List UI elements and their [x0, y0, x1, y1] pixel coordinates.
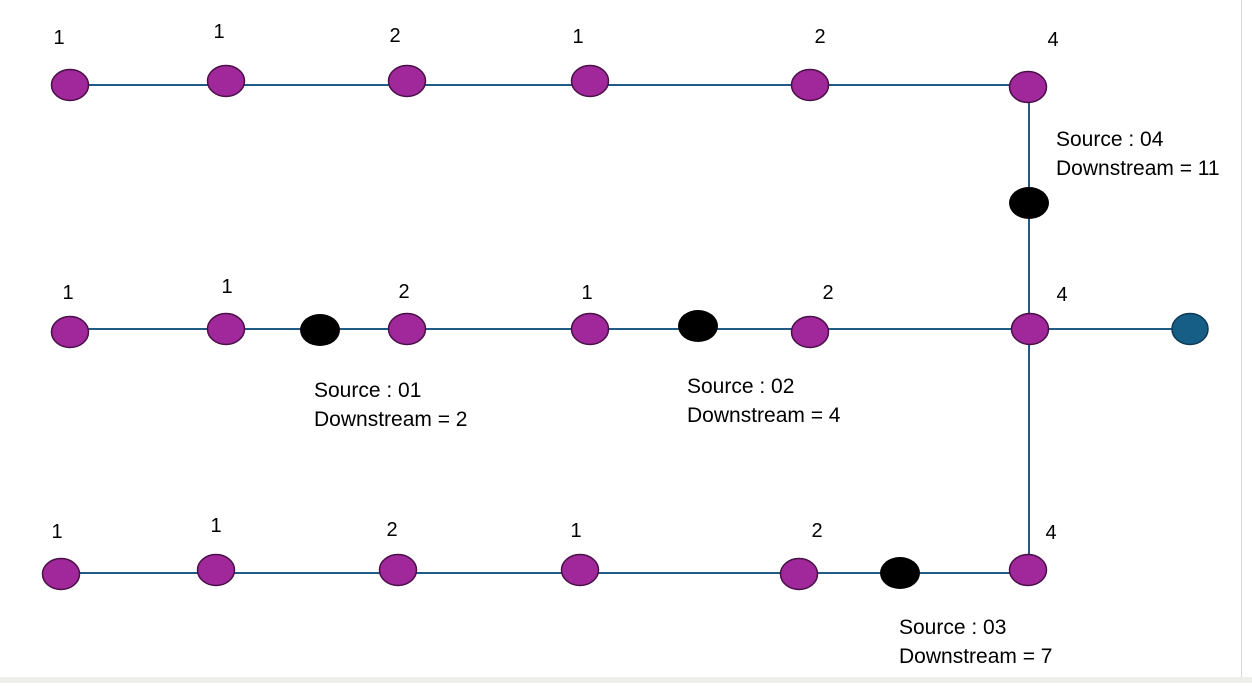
node: [206, 312, 246, 346]
node-label: 1: [53, 27, 64, 49]
node-label: 2: [398, 281, 409, 303]
source-02-downstream: Downstream = 4: [687, 404, 841, 427]
canvas-bottom-strip: [0, 677, 1252, 683]
node: [41, 557, 81, 591]
node-label: 1: [581, 282, 592, 304]
source-03-downstream: Downstream = 7: [899, 645, 1052, 668]
node-label: 4: [1056, 284, 1067, 306]
node-label: 4: [1045, 522, 1056, 544]
node-label: 1: [213, 21, 224, 43]
node: [779, 557, 819, 591]
canvas-border: [1241, 0, 1242, 677]
source-annotations: Source : 01 Downstream = 2 Source : 02 D…: [314, 128, 1220, 668]
node: [1008, 70, 1048, 104]
node-label: 2: [822, 282, 833, 304]
node: [570, 312, 610, 346]
node-label: 1: [210, 515, 221, 537]
source-02-node: [678, 310, 718, 342]
node-label: 2: [811, 520, 822, 542]
node: [50, 315, 90, 349]
node-label: 1: [62, 282, 73, 304]
source-01-downstream: Downstream = 2: [314, 408, 467, 431]
node: [790, 68, 830, 102]
node-label: 1: [572, 26, 583, 48]
node: [1008, 553, 1048, 587]
node-label: 4: [1047, 29, 1058, 51]
node-label: 2: [814, 26, 825, 48]
node-label: 1: [51, 521, 62, 543]
source-04-downstream: Downstream = 11: [1056, 157, 1220, 180]
node: [570, 64, 610, 98]
node: [1010, 312, 1050, 346]
node-label: 2: [389, 25, 400, 47]
node-label: 2: [386, 519, 397, 541]
node: [387, 312, 427, 346]
node: [387, 64, 427, 98]
source-03-node: [880, 557, 920, 589]
node: [196, 553, 236, 587]
node: [560, 553, 600, 587]
node-label: 1: [570, 520, 581, 542]
source-04-title: Source : 04: [1056, 128, 1164, 151]
node: [790, 315, 830, 349]
node: [206, 64, 246, 98]
nodes: [41, 64, 1209, 591]
node-labels: 1 1 2 1 2 4 1 1 2 1 2 4 1 1 2 1 2 4: [51, 21, 1067, 544]
outlet-node: [1171, 312, 1209, 346]
source-03-title: Source : 03: [899, 616, 1006, 639]
node: [50, 68, 90, 102]
node: [378, 553, 418, 587]
source-01-title: Source : 01: [314, 379, 421, 402]
source-02-title: Source : 02: [687, 375, 794, 398]
source-04-node: [1009, 187, 1049, 219]
node-label: 1: [221, 276, 232, 298]
source-01-node: [300, 314, 340, 346]
